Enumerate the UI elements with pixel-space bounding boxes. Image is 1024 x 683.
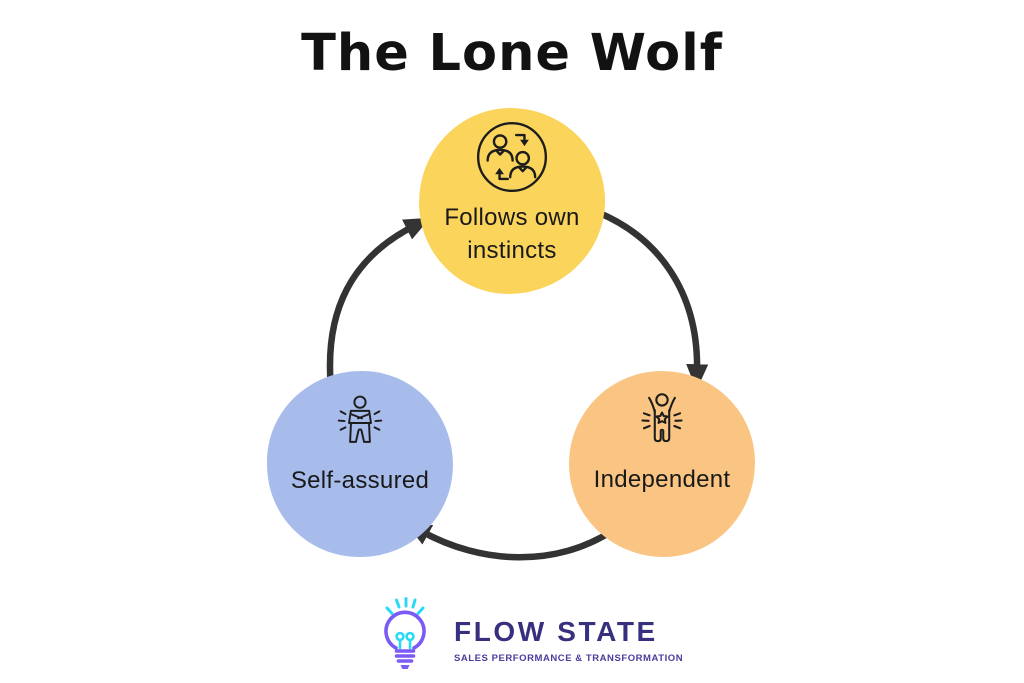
confident-person-icon	[329, 392, 391, 454]
brand-text-block: FLOW STATE SALES PERFORMANCE & TRANSFORM…	[454, 616, 683, 664]
achiever-person-icon	[629, 387, 695, 453]
node-label: Independent	[593, 466, 731, 493]
lightbulb-logo-icon	[365, 590, 443, 678]
node-label: Self-assured	[290, 467, 430, 494]
node-self-assured: Self-assured	[267, 371, 453, 557]
node-label-line2: instincts	[467, 237, 557, 264]
brand-name: FLOW STATE	[454, 616, 658, 647]
arrow-top-to-right	[593, 208, 709, 391]
node-independent: Independent	[569, 371, 755, 557]
arrow-right-to-left	[405, 522, 616, 561]
node-label-line1: Follows own	[444, 204, 580, 231]
brand-footer: FLOW STATE SALES PERFORMANCE & TRANSFORM…	[365, 590, 683, 678]
arrow-left-to-top	[326, 217, 431, 392]
people-swap-icon	[474, 119, 550, 195]
node-follows-own-instincts: Follows own instincts	[419, 108, 605, 294]
node-label: Follows own instincts	[444, 201, 579, 267]
page-title: The Lone Wolf	[301, 24, 723, 83]
brand-tagline: SALES PERFORMANCE & TRANSFORMATION	[454, 653, 684, 664]
